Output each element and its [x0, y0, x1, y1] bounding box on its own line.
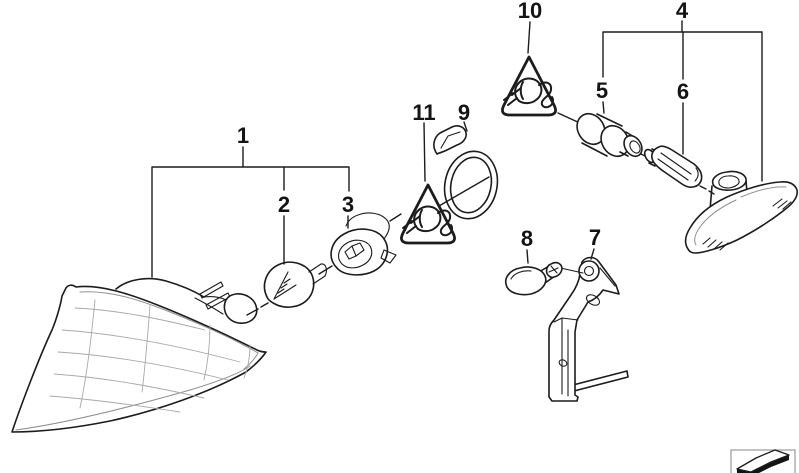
bulb-socket-3: [330, 212, 397, 276]
lens-outline: [11, 284, 267, 433]
callout-leader-lines: [151, 20, 763, 278]
side-marker-hatching: [702, 198, 792, 251]
bulb-glass: [263, 261, 315, 308]
ring-clip: [433, 125, 467, 155]
callout-label-3[interactable]: 3: [342, 192, 354, 217]
bracket-rod: [572, 370, 629, 392]
lens-hatching: [49, 299, 251, 413]
callout-label-8[interactable]: 8: [521, 226, 533, 251]
direction-arrow-box: [730, 449, 796, 473]
callout-label-2[interactable]: 2: [278, 192, 290, 217]
bulb-glass: [651, 145, 703, 188]
bulb-2: [263, 261, 327, 308]
callout-label-10[interactable]: 10: [518, 0, 542, 23]
bulb-6: [643, 145, 703, 188]
callout-label-11[interactable]: 11: [412, 100, 435, 125]
direction-arrow-icon: [737, 455, 789, 473]
side-marker-lens: [684, 181, 798, 254]
housing-socket-mount: [223, 293, 258, 324]
assembly-axis-through-ring: [438, 176, 490, 207]
bulb-filament: [273, 271, 297, 300]
callout-label-7[interactable]: 7: [589, 225, 601, 250]
turn-signal-lens: [11, 284, 267, 433]
side-marker-lamp: [684, 170, 798, 254]
callout-label-6[interactable]: 6: [677, 79, 689, 104]
bracket-eyelet: [578, 260, 600, 282]
socket-flange: [330, 228, 389, 276]
callout-label-9[interactable]: 9: [458, 100, 470, 125]
expanding-rivet-8: [504, 261, 584, 296]
callout-label-5[interactable]: 5: [596, 78, 608, 103]
retaining-ring-9: [433, 125, 499, 220]
callout-label-4[interactable]: 4: [676, 0, 689, 23]
callout-labels: 1 2 3 4 5 6 7 8 9 10 11: [237, 0, 689, 251]
assembly-axis-left: [246, 213, 402, 316]
turn-signal-housing: [115, 277, 258, 324]
bulb-socket-5: [576, 112, 643, 158]
warning-triangle-10: [501, 55, 557, 117]
callout-label-1[interactable]: 1: [237, 123, 249, 148]
mounting-bracket-7: [548, 256, 629, 402]
